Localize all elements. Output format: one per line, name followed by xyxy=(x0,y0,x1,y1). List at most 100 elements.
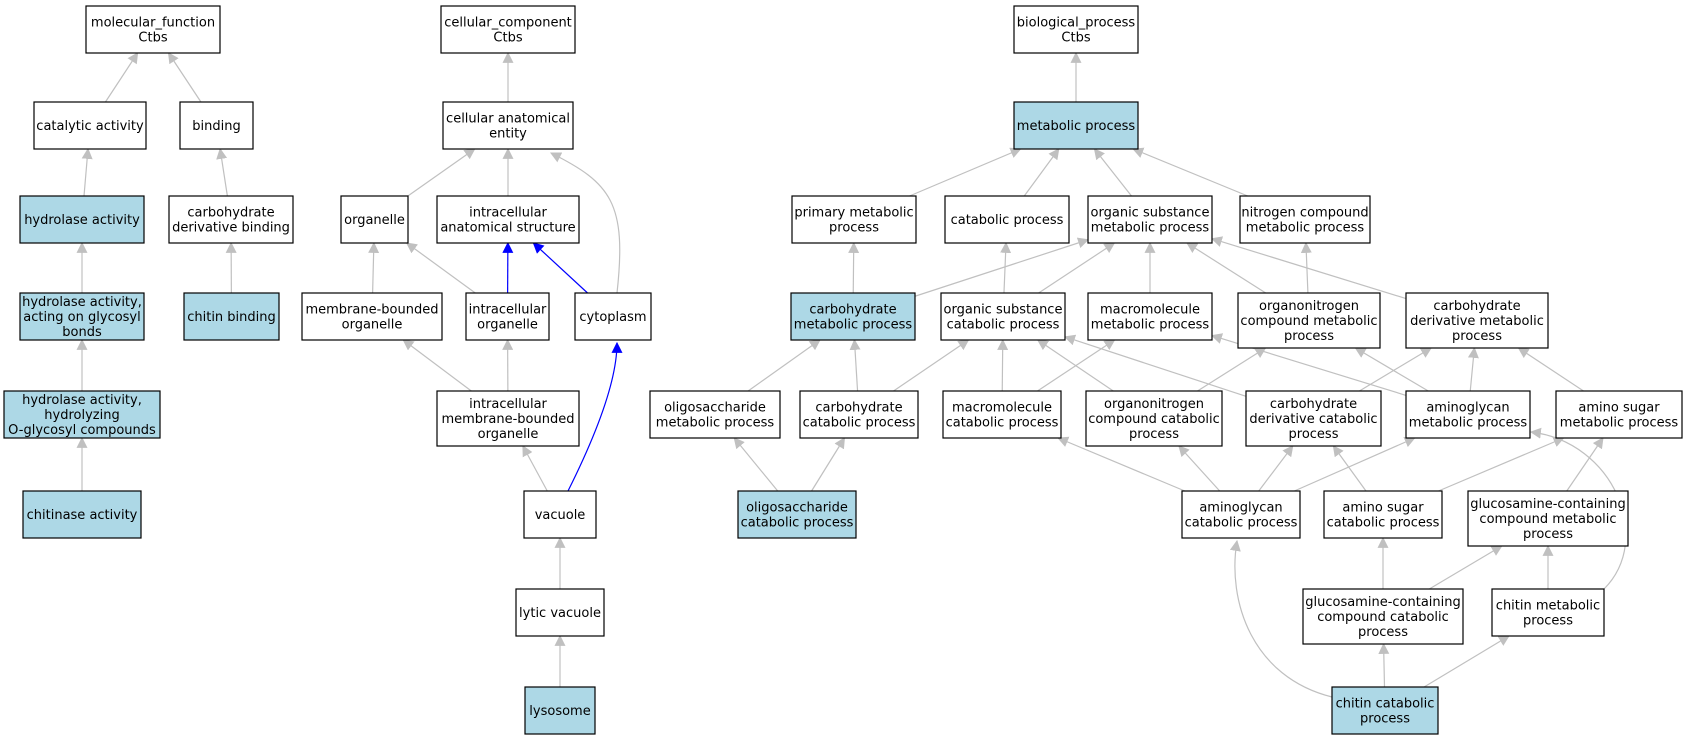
node-hydrolase: hydrolase activity xyxy=(19,195,145,244)
node-label-line: aminoglycan xyxy=(1426,401,1509,416)
node-label-line: membrane-bounded xyxy=(441,412,574,427)
edge-cytoplasm-to-ias xyxy=(532,242,588,294)
node-label-line: chitin metabolic xyxy=(1496,599,1600,614)
node-label-line: membrane-bounded xyxy=(305,303,438,318)
node-label-line: derivative binding xyxy=(172,221,290,236)
node-label-line: compound catabolic xyxy=(1317,610,1449,625)
edge-pmp-to-mp xyxy=(909,147,1022,197)
node-label-line: organic substance xyxy=(944,303,1063,318)
node-label-line: chitin catabolic xyxy=(1336,697,1435,712)
edge-agcp-to-oncp xyxy=(1178,445,1221,492)
node-label-line: organelle xyxy=(344,213,405,228)
edge-agcp-to-cdcp xyxy=(1258,445,1294,492)
node-label-line: metabolic process xyxy=(1091,318,1210,333)
node-box xyxy=(791,195,917,244)
node-box xyxy=(1331,686,1439,735)
node-lysosome: lysosome xyxy=(524,686,596,735)
edge-catalytic-to-mf xyxy=(104,52,139,103)
node-label-line: molecular_function xyxy=(91,16,215,31)
edge-agcp-to-agmp xyxy=(1294,436,1416,492)
node-box xyxy=(436,390,580,447)
node-label-line: catabolic process xyxy=(803,416,916,431)
node-label-line: aminoglycan xyxy=(1199,501,1282,516)
node-label-line: process xyxy=(829,221,879,236)
node-label-line: amino sugar xyxy=(1342,501,1424,516)
edge-organelle-to-cae xyxy=(407,148,476,197)
edge-carbderivbind-to-binding xyxy=(216,147,228,197)
edge-agmp-to-cdmp xyxy=(1467,346,1479,392)
edge-oncp-to-oscp xyxy=(1036,339,1114,392)
node-label-line: metabolic process xyxy=(794,318,913,333)
node-label-line: Ctbs xyxy=(493,31,522,46)
node-label-line: carbohydrate xyxy=(1270,397,1357,412)
node-label-line: organelle xyxy=(478,427,539,442)
edge-vacuole-to-imbo xyxy=(522,445,548,492)
edge-cytoplasm-to-cae xyxy=(550,152,621,294)
edge-cdcp-to-oscp xyxy=(1063,334,1247,397)
node-box xyxy=(440,5,576,54)
node-label-line: process xyxy=(1523,527,1573,542)
node-label-line: derivative metabolic xyxy=(1410,314,1544,329)
node-chitinase: chitinase activity xyxy=(22,490,142,539)
edge-ncmp-to-mp xyxy=(1132,147,1248,197)
node-vacuole: vacuole xyxy=(523,490,597,539)
node-label-line: biological_process xyxy=(1017,16,1136,31)
node-label-line: catabolic process xyxy=(951,213,1064,228)
node-label-line: catabolic process xyxy=(741,516,854,531)
node-hydroglyco: hydrolase activity,acting on glycosylbon… xyxy=(19,292,145,341)
node-box xyxy=(183,292,280,341)
node-label-line: cellular_component xyxy=(444,16,572,31)
node-label-line: carbohydrate xyxy=(815,401,902,416)
node-label-line: amino sugar xyxy=(1578,401,1660,416)
node-label-line: oligosaccharide xyxy=(746,501,848,516)
node-box xyxy=(524,686,596,735)
node-box xyxy=(1491,588,1605,637)
node-label-line: metabolic process xyxy=(1560,416,1679,431)
node-box xyxy=(33,101,147,150)
edge-cdmp-to-osmp xyxy=(1210,236,1407,300)
node-label-line: cytoplasm xyxy=(579,310,646,325)
node-box xyxy=(465,292,550,341)
node-label-line: metabolic process xyxy=(1409,416,1528,431)
edge-mbo-to-organelle xyxy=(368,241,380,294)
node-label-line: nitrogen compound xyxy=(1241,206,1368,221)
node-label-line: carbohydrate xyxy=(809,303,896,318)
edge-ascp-to-cdcp xyxy=(1332,445,1367,492)
node-box xyxy=(1405,390,1531,439)
node-box xyxy=(574,292,652,341)
node-box xyxy=(1467,490,1629,547)
edge-oligocp-to-carbcp xyxy=(811,437,846,492)
node-catalytic: catalytic activity xyxy=(33,101,147,150)
edge-oligocp-to-oligomp xyxy=(733,437,779,492)
node-label-line: lysosome xyxy=(529,704,590,719)
node-label-line: vacuole xyxy=(535,508,586,523)
node-label-line: intracellular xyxy=(469,206,547,221)
node-label-line: metabolic process xyxy=(1091,221,1210,236)
node-box xyxy=(340,195,409,244)
node-label-line: derivative catabolic xyxy=(1249,412,1377,427)
node-label-line: process xyxy=(1358,625,1408,640)
node-box xyxy=(19,292,145,341)
node-label-line: metabolic process xyxy=(1017,119,1136,134)
node-label-line: intracellular xyxy=(469,397,547,412)
node-label-line: organic substance xyxy=(1091,206,1210,221)
node-label-line: process xyxy=(1284,329,1334,344)
node-label-line: entity xyxy=(489,127,527,142)
node-label-line: hydrolase activity xyxy=(24,213,140,228)
node-label-line: Ctbs xyxy=(138,31,167,46)
node-label-line: process xyxy=(1360,712,1410,727)
node-label-line: process xyxy=(1129,427,1179,442)
node-label-line: catabolic process xyxy=(947,318,1060,333)
node-label-line: primary metabolic xyxy=(794,206,913,221)
